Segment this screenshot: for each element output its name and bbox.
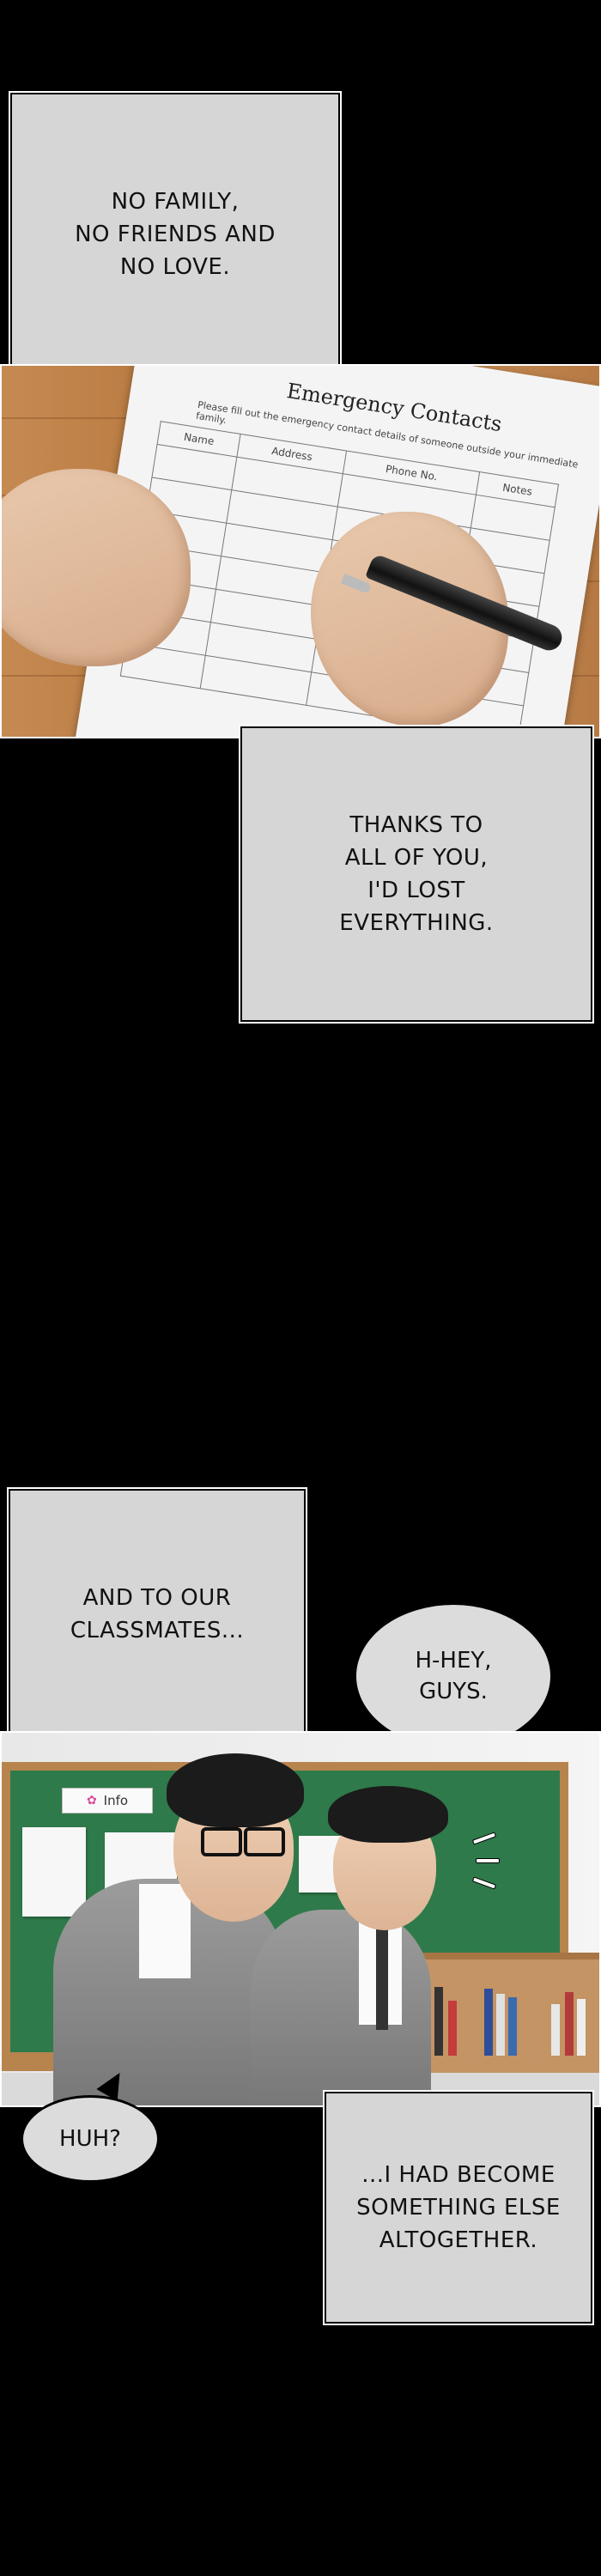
flower-icon: ✿ xyxy=(86,1794,97,1807)
caption-box-1: NO FAMILY, NO FRIENDS AND NO LOVE. xyxy=(10,93,340,376)
motion-line xyxy=(476,1858,500,1863)
caption-box-2: THANKS TO ALL OF YOU, I'D LOST EVERYTHIN… xyxy=(240,726,592,1022)
info-label: Info xyxy=(103,1793,129,1808)
caption-box-4: ...I HAD BECOME SOMETHING ELSE ALTOGETHE… xyxy=(325,2092,592,2324)
left-hand xyxy=(2,469,191,666)
classroom-panel: ✿ Info xyxy=(0,1731,601,2107)
emergency-form-panel: Emergency Contacts Please fill out the e… xyxy=(0,364,601,738)
speech-bubble-hey-guys: H-HEY, GUYS. xyxy=(354,1602,553,1750)
bookshelf xyxy=(405,1953,599,2081)
info-tag: ✿ Info xyxy=(62,1788,153,1814)
speech-bubble-huh: HUH? xyxy=(21,2095,160,2183)
caption-box-3: AND TO OUR CLASSMATES... xyxy=(9,1489,306,1740)
pinned-note xyxy=(22,1827,86,1917)
